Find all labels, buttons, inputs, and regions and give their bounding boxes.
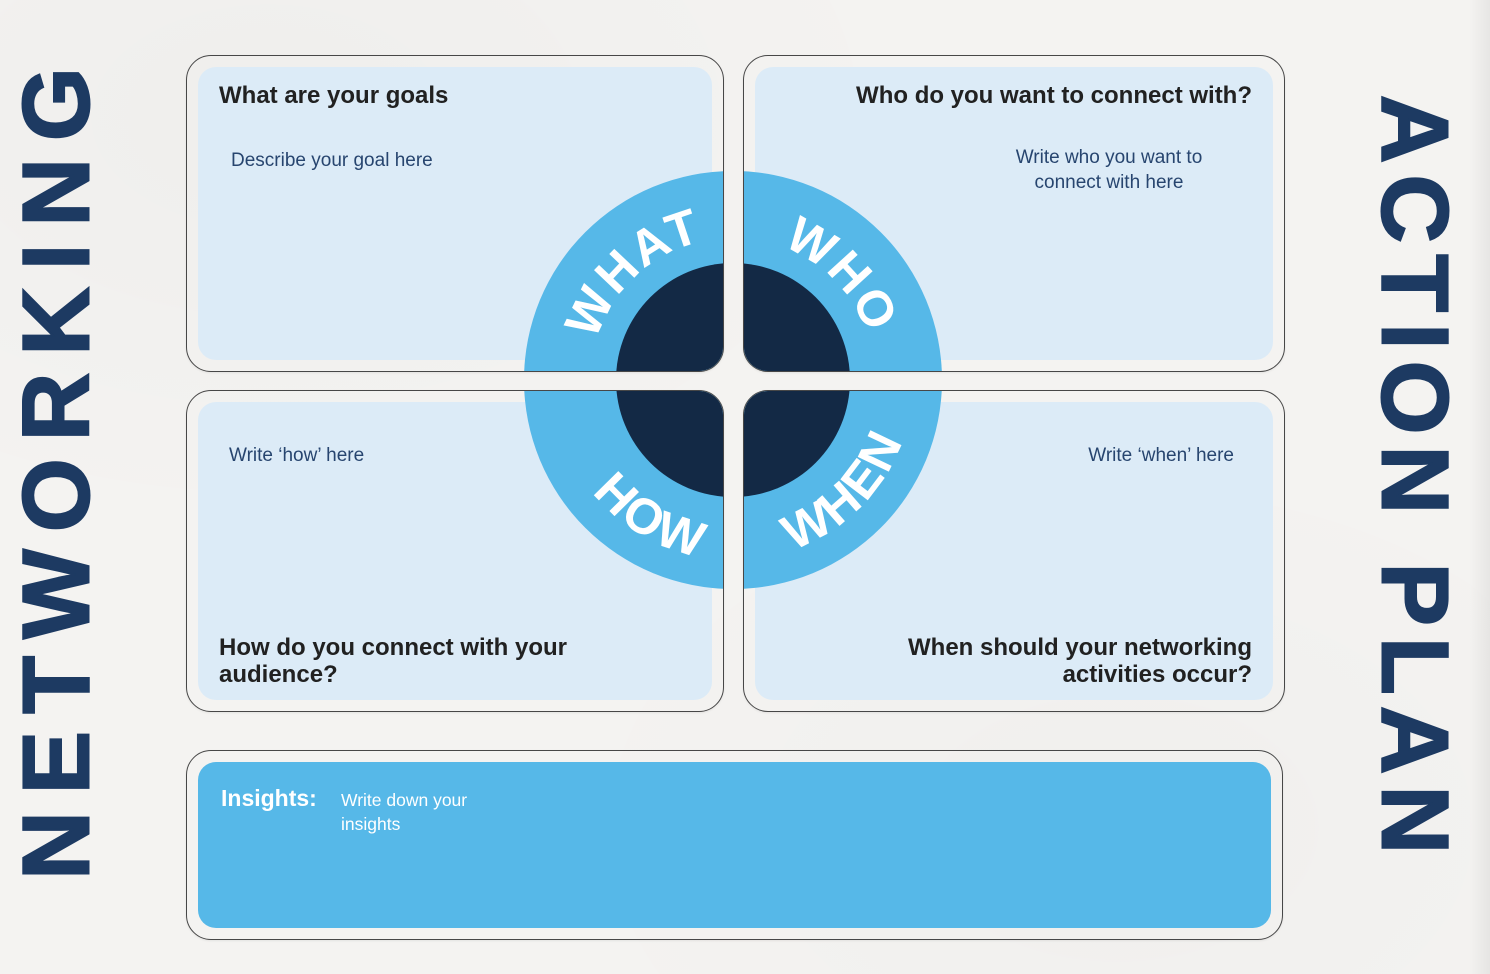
quadrant-card-how: HOW How do you connect with your audienc… — [186, 390, 724, 712]
how-placeholder-text[interactable]: Write ‘how’ here — [229, 445, 365, 466]
who-placeholder-text[interactable]: Write who you want to connect with here — [1015, 147, 1203, 193]
card-who-background — [755, 67, 1273, 360]
when-heading: When should your networking activities o… — [908, 633, 1252, 689]
right-vertical-title: ACTION PLAN — [1361, 94, 1469, 866]
how-heading: How do you connect with your audience? — [219, 633, 567, 689]
insights-label: Insights: — [221, 785, 317, 811]
insights-placeholder-text[interactable]: Write down your insights — [341, 790, 468, 834]
when-placeholder-text[interactable]: Write ‘when’ here — [1088, 445, 1234, 466]
quadrant-card-when: WHEN When should your networking activit… — [743, 390, 1285, 712]
what-placeholder-text[interactable]: Describe your goal here — [231, 150, 433, 171]
quadrant-card-what: WHAT What are your goals Describe your g… — [186, 55, 724, 372]
left-vertical-title: NETWORKING — [3, 49, 111, 881]
insights-panel: Insights: Write down your insights — [186, 750, 1283, 940]
card-what-background — [198, 67, 712, 360]
who-heading: Who do you want to connect with? — [856, 82, 1252, 109]
insights-background — [198, 762, 1271, 928]
quadrant-card-who: WHO Who do you want to connect with? Wri… — [743, 55, 1285, 372]
what-heading: What are your goals — [219, 82, 449, 109]
